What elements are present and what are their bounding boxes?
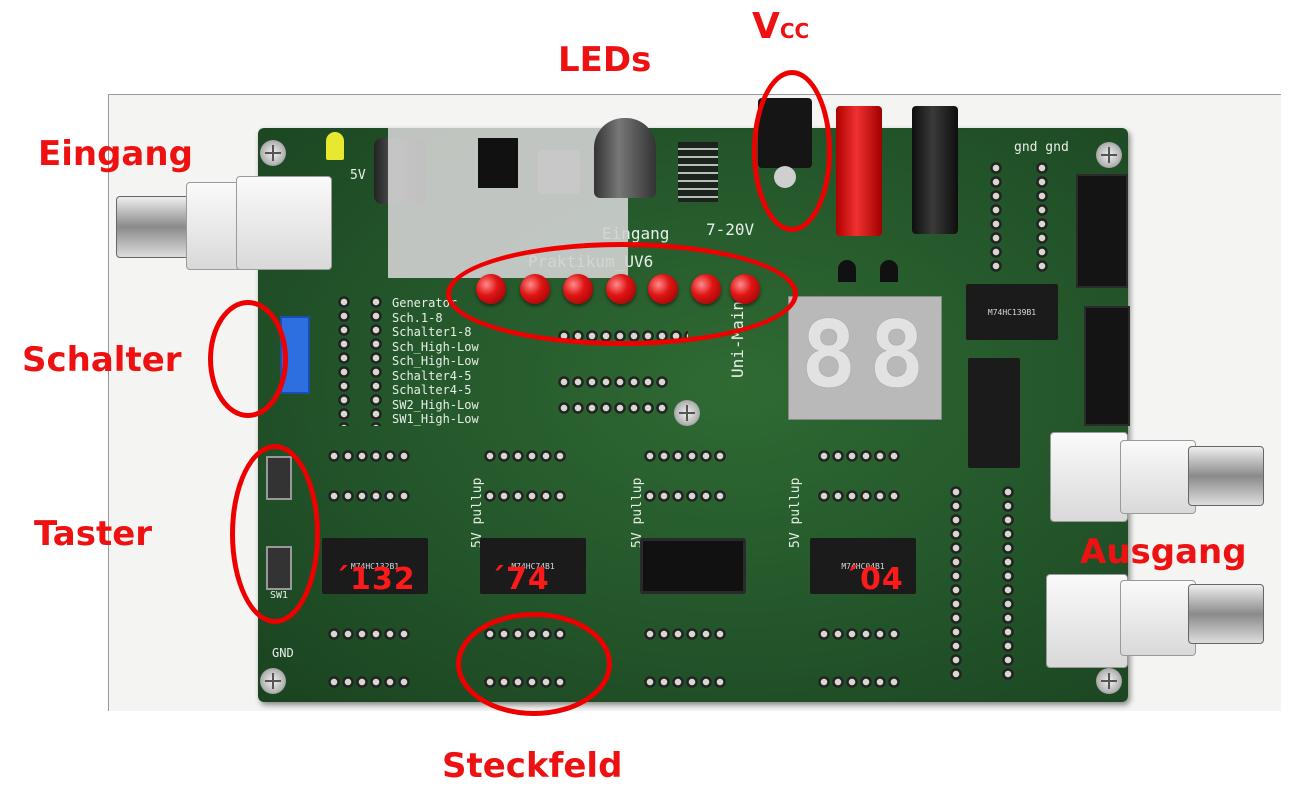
ribbon-header: [1084, 306, 1130, 426]
pin-header-jp23: [484, 490, 568, 502]
pin-header-jp6: [818, 628, 902, 640]
pin-header: [370, 296, 382, 426]
ribbon-header: [1076, 174, 1128, 288]
chip-74-label: ´74: [490, 562, 550, 597]
bnc-output-connector: [1188, 446, 1264, 506]
pin-header-jp12: [818, 676, 902, 688]
pin-header-jp10: [644, 450, 728, 462]
switch-labels: Generator Sch.1-8 Schalter1-8 Sch_High-L…: [392, 296, 479, 426]
screw-icon: [674, 400, 700, 426]
bnc-input-connector: [116, 196, 194, 258]
screw-icon: [1096, 668, 1122, 694]
bnc-output-housing: [1120, 440, 1196, 514]
bnc-output-housing: [1120, 580, 1196, 656]
pin-header-jp14: [328, 450, 412, 462]
pin-header-jp13: [328, 676, 412, 688]
bnc-input-base: [236, 176, 332, 270]
chip-132-label: ´132: [334, 562, 416, 597]
vcc-callout: [752, 70, 832, 232]
taster-callout: [230, 444, 320, 624]
pin-header: [990, 162, 1002, 272]
pin-header: [1036, 162, 1048, 272]
pin-header-jp21: [1002, 486, 1014, 682]
seven-segment-display: 8 8: [788, 296, 942, 420]
black-banana-jack: [912, 106, 958, 234]
taster-label: Taster: [34, 514, 153, 554]
schalter-callout: [208, 300, 288, 418]
silk-gnd: GND: [272, 646, 294, 660]
ic-chip-74: M74HC74B1: [480, 538, 586, 594]
circuit-board: Eingang 7-20V Praktikum_UV6 Uni-Main 5V …: [258, 98, 1130, 702]
silk-pullup: 5V pullup: [788, 477, 803, 548]
bnc-output-connector: [1188, 584, 1264, 644]
ic-chip-132: M74HC132B1: [322, 538, 428, 594]
ic-chip: M74HC139B1: [966, 284, 1058, 340]
ic-chip-04: M74HC04B1: [810, 538, 916, 594]
screw-icon: [260, 668, 286, 694]
silk-gnd-top: gnd gnd: [1014, 140, 1069, 155]
power-led: [326, 132, 344, 160]
silk-voltage: 7-20V: [706, 220, 755, 239]
leds-label: LEDs: [558, 40, 652, 80]
leds-callout: [446, 242, 798, 346]
bnc-output-base: [1046, 574, 1128, 668]
pin-header-jp5: [818, 490, 902, 502]
heatsink: [538, 150, 580, 194]
pin-header-jp2: [328, 490, 412, 502]
capacitor: [594, 118, 656, 198]
pin-header: [558, 376, 668, 388]
pin-header-jp9: [644, 676, 728, 688]
ic-socket: [640, 538, 746, 594]
pin-header: [338, 296, 350, 426]
pin-header-jp3: [644, 628, 728, 640]
pin-header-jp4: [644, 490, 728, 502]
vcc-label: VCC: [752, 6, 810, 47]
screw-icon: [1096, 142, 1122, 168]
red-banana-jack: [836, 106, 882, 236]
schalter-label: Schalter: [22, 340, 182, 380]
ausgang-label: Ausgang: [1080, 532, 1247, 572]
diodes: [678, 142, 718, 202]
silk-5v: 5V: [350, 168, 366, 183]
steckfeld-callout: [456, 612, 612, 716]
bnc-output-base: [1050, 432, 1128, 522]
transistor: [880, 260, 898, 282]
transistor: [838, 260, 856, 282]
voltage-regulator: [478, 138, 518, 188]
pin-header-jp11: [818, 450, 902, 462]
eingang-label: Eingang: [38, 134, 193, 174]
pin-header-jp22: [950, 486, 962, 682]
pin-header-jp1: [328, 628, 412, 640]
screw-icon: [260, 140, 286, 166]
steckfeld-label: Steckfeld: [442, 746, 623, 786]
ic-chip: [968, 358, 1020, 468]
chip-04-label: ´04: [844, 562, 904, 597]
pin-header-jp24: [484, 450, 568, 462]
pin-header: [558, 402, 668, 414]
